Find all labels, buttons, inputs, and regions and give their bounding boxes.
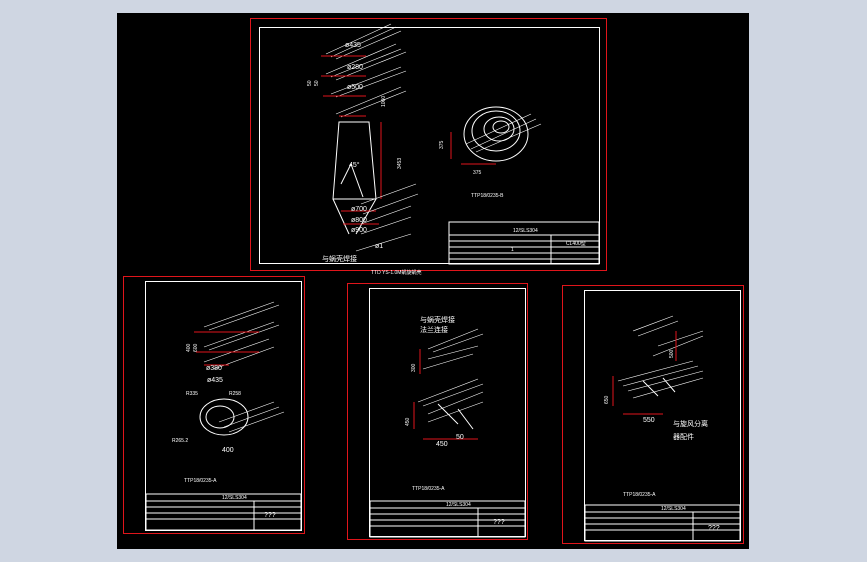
drawing-no-s3: 12/SLS304	[446, 502, 471, 508]
sheet-main[interactable]: ø435 ø280 ø500 50 50 1000 45° 3453 ø700 …	[250, 18, 607, 276]
dim-main-11: 3453	[397, 158, 403, 169]
small-label-main: 与蜗壳焊接	[322, 254, 357, 263]
dim-s2-1: 600	[193, 343, 199, 352]
dim-s3-2: 450	[436, 441, 448, 448]
qty-main: 1	[511, 247, 514, 253]
sheet-main-drawing: ø435 ø280 ø500 50 50 1000 45° 3453 ø700 …	[307, 23, 600, 276]
dim-s3-1: 450	[405, 417, 411, 426]
drawing-canvas[interactable]: ø435 ø280 ø500 50 50 1000 45° 3453 ø700 …	[117, 13, 749, 549]
sheet-2[interactable]: 400 600 ø380 ø435 R335 R258 R265.2 400 T…	[123, 276, 305, 534]
dim-s2-4: R335	[186, 391, 198, 397]
bottom-label-main: TTD YS-1.0M蜗旋蜗壳	[371, 269, 421, 276]
dim-s2-7: 400	[222, 447, 234, 454]
caption-s4: TTP18/0235-A	[623, 492, 656, 498]
drawing-no-main: 12/SLS304	[513, 228, 538, 234]
drawing-no-s4: 12/SLS304	[661, 506, 686, 512]
dim-main-9: ø900	[351, 227, 367, 234]
sheet-2-drawing: 400 600 ø380 ø435 R335 R258 R265.2 400 T…	[145, 301, 302, 531]
dim-main-4: 50	[314, 80, 320, 86]
dim-main-12: 375	[439, 140, 445, 149]
sheet-3[interactable]: 与蜗壳焊接 法兰连接 300 450 450 50 TTP18/0235-A 1…	[347, 283, 528, 540]
dim-main-13: 375	[473, 170, 482, 176]
label-s4-0: 与旋风分离	[673, 419, 708, 428]
dim-s2-6: R265.2	[172, 438, 188, 444]
sheet-3-drawing: 与蜗壳焊接 法兰连接 300 450 450 50 TTP18/0235-A 1…	[369, 315, 526, 538]
dim-main-1: ø280	[347, 64, 363, 71]
dim-s4-1: 650	[604, 395, 610, 404]
dim-main-5: 1000	[381, 96, 387, 107]
dim-main-8: ø800	[351, 217, 367, 224]
sheet-main-frame	[259, 27, 600, 264]
dim-s2-5: R258	[229, 391, 241, 397]
dim-main-7: ø700	[351, 206, 367, 213]
dim-s3-0: 300	[411, 363, 417, 372]
dim-main-3: 50	[307, 80, 313, 86]
dim-main-6: 45°	[349, 161, 360, 169]
dim-s4-2: 550	[643, 417, 655, 424]
caption-s3: TTP18/0235-A	[412, 486, 445, 492]
label-s3-0: 与蜗壳焊接	[420, 315, 455, 324]
dim-s4-0: 500	[669, 349, 675, 358]
drawing-no-s2: 12/SLS304	[222, 495, 247, 501]
dim-main-2: ø500	[347, 84, 363, 91]
mark-s2: ???	[264, 512, 276, 519]
dim-main-0: ø435	[345, 42, 361, 49]
code-main: CL400型	[566, 240, 586, 247]
label-s3-1: 法兰连接	[420, 325, 448, 334]
dim-main-10: ø1	[375, 243, 383, 250]
caption-s2: TTP18/0235-A	[184, 478, 217, 484]
caption-main: TTP18/0235-B	[471, 193, 504, 199]
dim-s2-3: ø435	[207, 377, 223, 384]
sheet-4[interactable]: 500 650 550 与旋风分离 器配件 TTP18/0235-A 12/SL…	[562, 285, 744, 544]
dim-s3-3: 50	[456, 434, 464, 441]
dim-s2-0: 400	[186, 343, 192, 352]
sheet-4-drawing: 500 650 550 与旋风分离 器配件 TTP18/0235-A 12/SL…	[584, 315, 741, 542]
mark-s4: ???	[708, 525, 720, 532]
label-s4-1: 器配件	[673, 432, 694, 441]
dim-s2-2: ø380	[206, 365, 222, 372]
mark-s3: ???	[493, 519, 505, 526]
